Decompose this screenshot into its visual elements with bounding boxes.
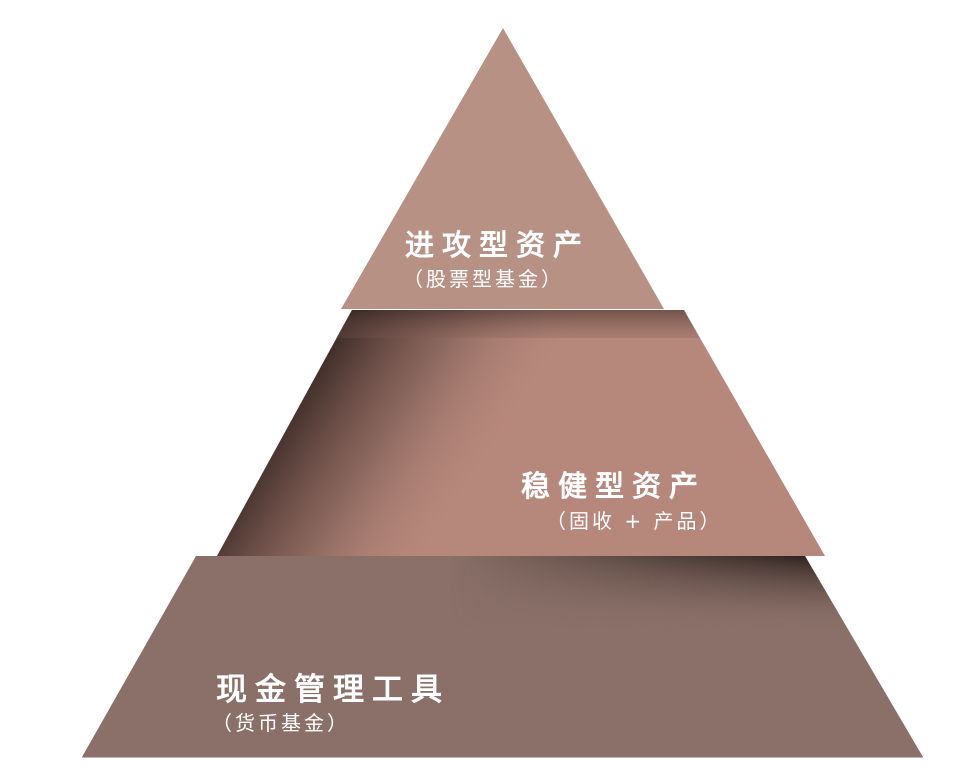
top-layer-subtitle: （股票型基金） <box>403 267 564 291</box>
pyramid-layer-bottom <box>82 556 923 758</box>
middle-layer-subtitle: （固收 + 产品） <box>546 509 723 533</box>
bottom-layer-subtitle: （货币基金） <box>212 711 350 735</box>
top-layer-title: 进攻型资产 <box>405 228 591 262</box>
pyramid-layer-top <box>341 28 664 309</box>
bottom-layer-title: 现金管理工具 <box>216 672 450 708</box>
pyramid-layer-middle <box>217 310 825 556</box>
middle-layer-title: 稳健型资产 <box>521 469 707 503</box>
